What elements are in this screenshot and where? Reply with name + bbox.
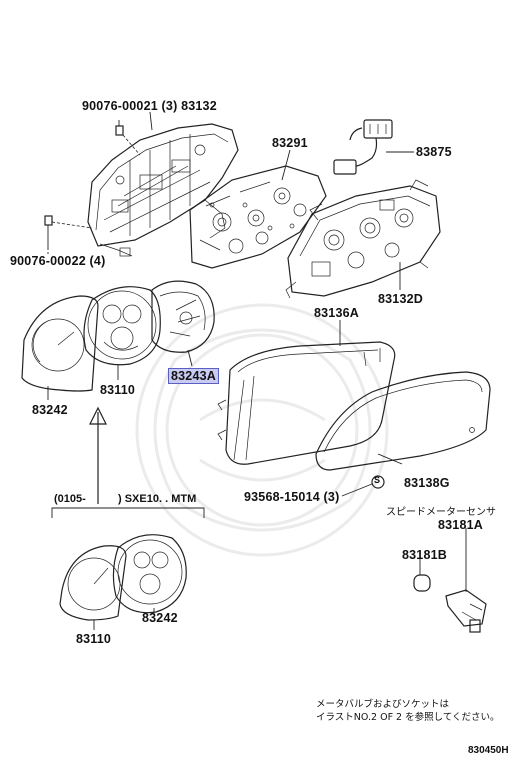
label-face-plate: 83243A (168, 368, 219, 384)
label-rear-case: 83132D (378, 292, 423, 306)
variant-range-from: (0105- (54, 493, 86, 505)
speed-sensor-caption: スピードメーターセンサ (386, 507, 496, 518)
leader-lines (47, 111, 467, 630)
rear-housing-upper (87, 123, 239, 257)
screw-symbol-icon: S (374, 475, 381, 485)
variant-dial-b (112, 534, 187, 614)
speed-sensor (413, 574, 487, 633)
dial-center (83, 286, 161, 366)
watermark-emblem (135, 303, 389, 557)
face-plate (151, 280, 215, 353)
rear-case (285, 179, 441, 299)
label-speed-sensor-assy: 83181A (438, 518, 483, 532)
label-dial-center: 83110 (100, 383, 136, 397)
label-bolt-lower: 90076-00022 (4) (10, 254, 106, 268)
label-bolt-upper: 90076-00021 (3) 83132 (82, 99, 217, 113)
label-variant-dial-b: 83242 (142, 611, 178, 625)
bolt-lower (44, 215, 93, 250)
figure-id: 830450H (468, 745, 509, 756)
variant-range-to: ) SXE10. . MTM (118, 493, 197, 505)
footnote-line-2: イラストNO.2 OF 2 を参照してください。 (316, 712, 500, 723)
circuit-plate (189, 165, 327, 269)
label-dial-left: 83242 (32, 403, 68, 417)
glass (315, 371, 491, 471)
label-lens-cover: 83136A (314, 306, 359, 320)
dial-left (21, 295, 99, 392)
label-speed-sensor-oring: 83181B (402, 548, 447, 562)
wire-harness (333, 119, 393, 175)
screw (371, 475, 385, 489)
label-circuit-plate: 83291 (272, 136, 308, 150)
label-variant-dial-a: 83110 (76, 632, 112, 646)
label-glass: 83138G (404, 476, 450, 490)
label-harness: 83875 (416, 145, 452, 159)
variant-bracket (51, 406, 205, 518)
lens-cover (217, 341, 396, 465)
label-screw: 93568-15014 (3) (244, 490, 340, 504)
footnote-line-1: メータバルブおよびソケットは (316, 699, 450, 710)
bolt-upper (115, 120, 141, 156)
